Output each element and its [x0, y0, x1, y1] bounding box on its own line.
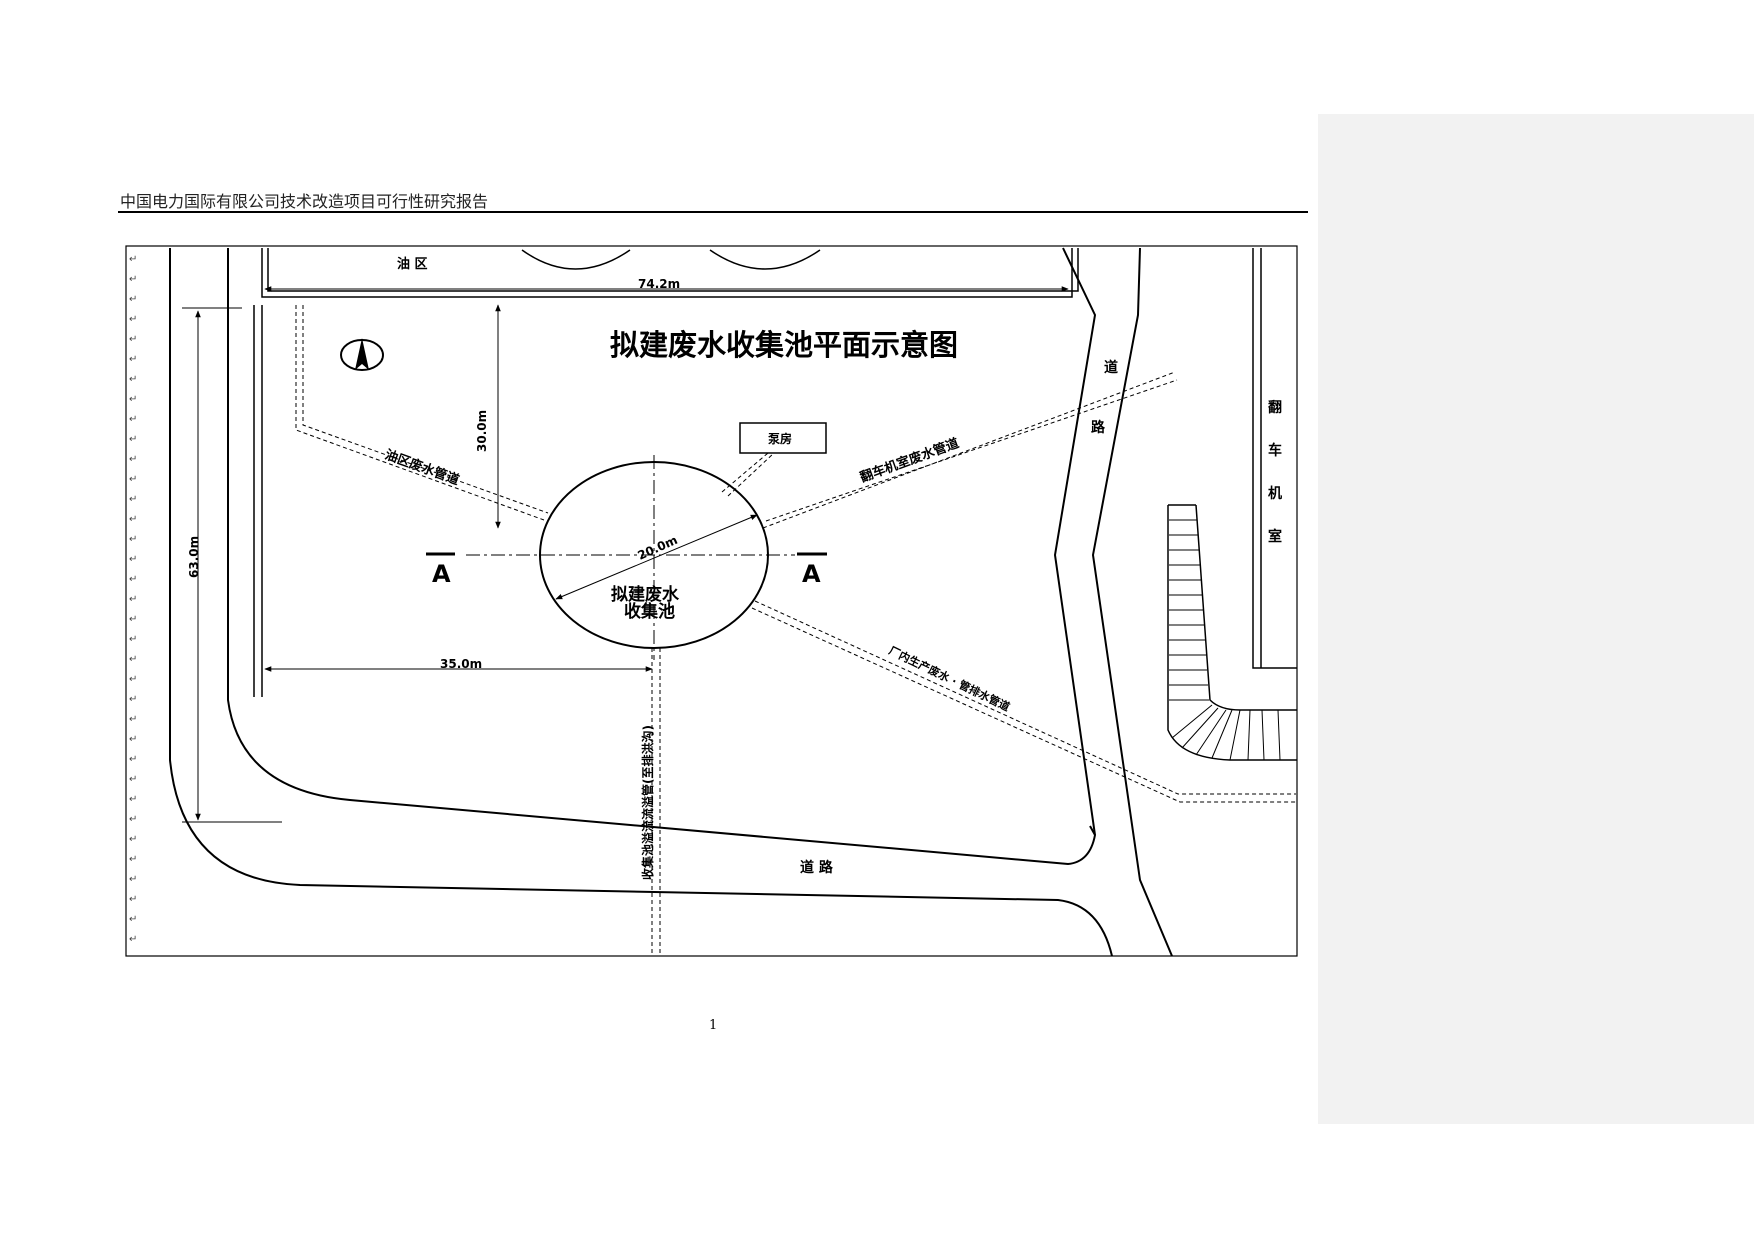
svg-text:↵: ↵ — [129, 874, 137, 885]
dumper-waste-pipe — [762, 371, 1178, 529]
rail-curve-outer — [1167, 505, 1297, 761]
svg-text:↵: ↵ — [129, 714, 137, 725]
svg-text:↵: ↵ — [129, 794, 137, 805]
svg-text:↵: ↵ — [129, 434, 137, 445]
comment-sidebar — [1318, 114, 1754, 1124]
paragraph-marks: ↵↵↵↵ ↵↵↵↵ ↵↵↵↵ ↵↵↵↵ ↵↵↵↵ ↵↵↵↵ ↵↵↵↵ ↵↵↵↵ … — [129, 254, 137, 945]
svg-text:↵: ↵ — [129, 894, 137, 905]
plant-waste-pipe-label: 厂内生产废水 · 管排水管道 — [887, 643, 1013, 714]
svg-text:↵: ↵ — [129, 314, 137, 325]
section-mark-left: A — [432, 560, 451, 588]
north-arrow-icon — [355, 338, 369, 370]
svg-text:↵: ↵ — [129, 554, 137, 565]
svg-text:↵: ↵ — [129, 374, 137, 385]
collection-pool — [539, 461, 769, 649]
svg-text:↵: ↵ — [129, 394, 137, 405]
road-right-left-edge — [1053, 247, 1097, 836]
svg-text:↵: ↵ — [129, 274, 137, 285]
dumper-room-label-2: 车 — [1268, 442, 1282, 459]
dim-35-label: 35.0m — [440, 657, 482, 671]
dim-63-label: 63.0m — [187, 536, 201, 578]
pump-house — [739, 422, 827, 454]
svg-text:↵: ↵ — [129, 534, 137, 545]
road-right-label-1: 道 — [1104, 359, 1118, 376]
road-right-label-2: 路 — [1091, 419, 1106, 436]
svg-text:↵: ↵ — [129, 754, 137, 765]
svg-text:↵: ↵ — [129, 454, 137, 465]
svg-text:↵: ↵ — [129, 574, 137, 585]
svg-text:↵: ↵ — [129, 294, 137, 305]
svg-text:↵: ↵ — [129, 414, 137, 425]
svg-text:↵: ↵ — [129, 854, 137, 865]
oil-waste-pipe — [295, 305, 549, 521]
road-right-right-edge — [1091, 247, 1173, 957]
oil-area-label: 油 区 — [397, 256, 428, 272]
pump-house-label: 泵房 — [768, 431, 792, 446]
diameter-line — [555, 514, 758, 600]
svg-text:↵: ↵ — [129, 634, 137, 645]
svg-text:↵: ↵ — [129, 594, 137, 605]
svg-text:↵: ↵ — [129, 654, 137, 665]
svg-text:↵: ↵ — [129, 614, 137, 625]
svg-text:↵: ↵ — [129, 334, 137, 345]
rail-hatching — [1169, 519, 1281, 761]
road-left-outer — [169, 248, 1113, 957]
svg-text:↵: ↵ — [129, 254, 137, 265]
pool-label: 拟建废水 — [611, 584, 680, 605]
page-header: 中国电力国际有限公司技术改造项目可行性研究报告 — [120, 192, 489, 211]
diagram-frame — [125, 245, 1298, 957]
oil-tank-1 — [521, 249, 631, 270]
car-dumper-room — [1252, 248, 1297, 669]
svg-text:↵: ↵ — [129, 934, 137, 945]
dumper-waste-pipe-label: 翻车机室废水管道 — [858, 435, 961, 486]
svg-text:↵: ↵ — [129, 774, 137, 785]
dim-74-label: 74.2m — [638, 277, 680, 291]
oil-tank-2 — [709, 249, 821, 270]
plant-waste-pipe — [751, 600, 1296, 803]
dumper-room-label-1: 翻 — [1268, 399, 1282, 416]
svg-text:↵: ↵ — [129, 834, 137, 845]
svg-text:↵: ↵ — [129, 474, 137, 485]
road-left-inner — [227, 248, 1097, 866]
overflow-pipe-label: 收集池溢流流溢管(至排洪沟) — [640, 725, 655, 880]
svg-text:↵: ↵ — [129, 494, 137, 505]
svg-text:↵: ↵ — [129, 914, 137, 925]
oil-area-wall — [261, 248, 1073, 298]
pool-label-line2: 收集池 — [624, 601, 675, 622]
svg-text:↵: ↵ — [129, 674, 137, 685]
road-bottom-label: 道 路 — [800, 859, 834, 876]
dumper-room-label-3: 机 — [1268, 485, 1282, 502]
svg-text:↵: ↵ — [129, 354, 137, 365]
pump-pipe — [721, 452, 775, 497]
section-mark-right: A — [802, 560, 821, 588]
svg-text:↵: ↵ — [129, 814, 137, 825]
diagram-title: 拟建废水收集池平面示意图 — [610, 328, 958, 362]
page-number: 1 — [709, 1018, 718, 1033]
diameter-label: 20.0m — [636, 533, 680, 563]
oil-waste-pipe-label: 油区废水管道 — [383, 447, 462, 489]
svg-text:↵: ↵ — [129, 514, 137, 525]
dim-30-label: 30.0m — [475, 410, 489, 452]
header-rule — [118, 211, 1308, 213]
svg-text:↵: ↵ — [129, 694, 137, 705]
dumper-room-label-4: 室 — [1268, 528, 1282, 545]
svg-text:↵: ↵ — [129, 734, 137, 745]
